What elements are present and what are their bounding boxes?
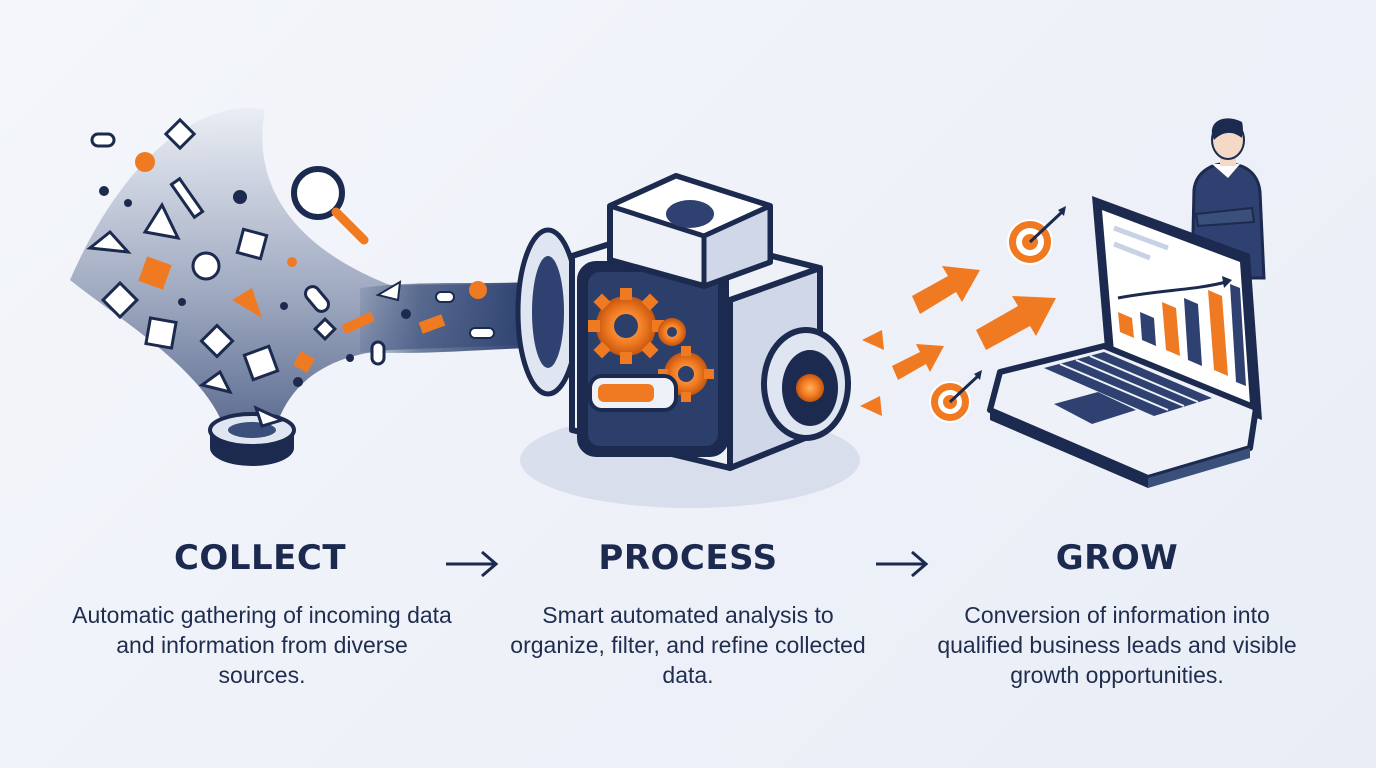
arrow-right-icon bbox=[860, 266, 1056, 416]
step-title-collect: COLLECT bbox=[173, 538, 347, 578]
target-icon bbox=[929, 370, 982, 423]
step-description-collect: Automatic gathering of incoming data and… bbox=[72, 602, 452, 688]
step-title-grow: GROW bbox=[1055, 538, 1179, 578]
bar-chart-icon bbox=[1117, 276, 1246, 386]
step-description-grow: Conversion of information into qualified… bbox=[937, 602, 1297, 688]
gear-icon bbox=[658, 318, 686, 346]
arrow-right-icon bbox=[876, 550, 929, 578]
step-description-process: Smart automated analysis to organize, fi… bbox=[510, 602, 866, 688]
target-icon bbox=[1007, 206, 1066, 265]
arrow-right-icon bbox=[446, 550, 499, 578]
gear-icon bbox=[588, 288, 664, 364]
step-title-process: PROCESS bbox=[598, 538, 778, 578]
